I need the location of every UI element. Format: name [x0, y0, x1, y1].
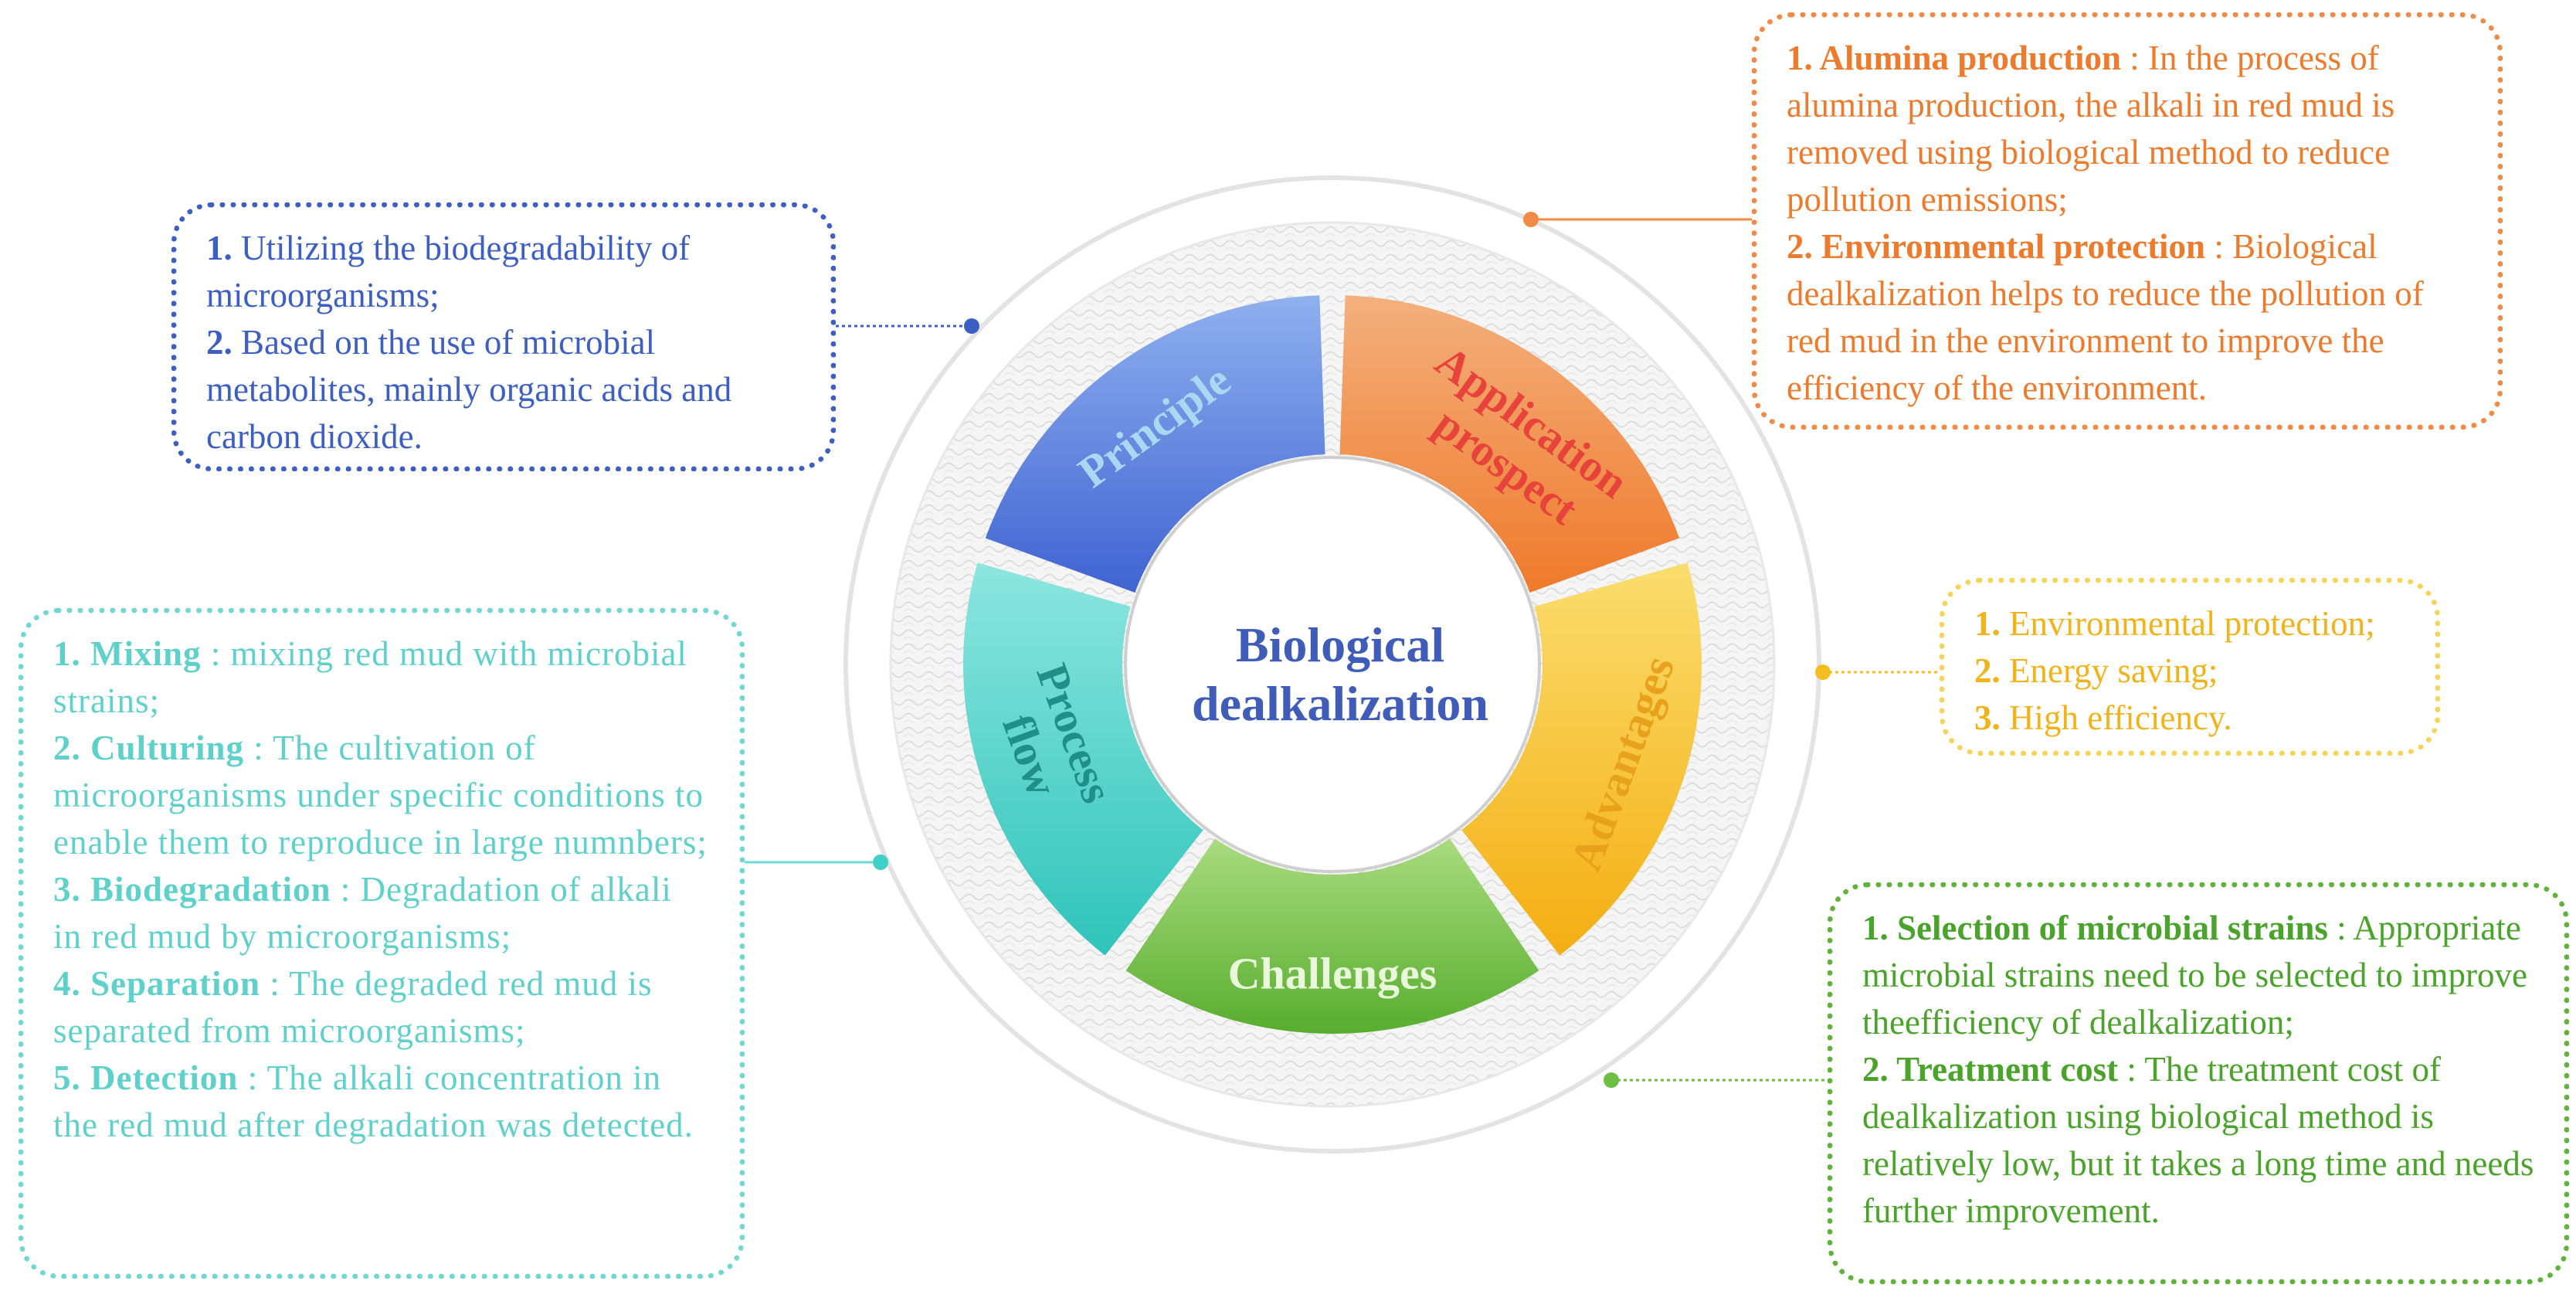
- process-item-1: 1. Mixing : mixing red mud with microbia…: [53, 634, 687, 720]
- principle-box: 1. Utilizing the biodegradability of mic…: [171, 202, 836, 471]
- process-item-2: 2. Culturing : The cultivation of microo…: [53, 729, 708, 861]
- segment-principle: [985, 295, 1325, 593]
- connector-dot-challenges: [1604, 1072, 1619, 1088]
- outer-ring: [843, 175, 1821, 1154]
- process-item-3: 3. Biodegradation : Degradation of alkal…: [53, 870, 672, 956]
- challenges-item-2: 2. Treatment cost : The treatment cost o…: [1862, 1050, 2534, 1230]
- application-box: 1. Alumina production : In the process o…: [1752, 12, 2503, 430]
- principle-item-1: 1. Utilizing the biodegradability of mic…: [206, 229, 691, 314]
- segment-advantages: [1461, 562, 1702, 956]
- application-item-1-num: 1. Alumina production: [1787, 39, 2122, 77]
- process-item-1-num: 1. Mixing: [53, 634, 202, 673]
- process-box: 1. Mixing : mixing red mud with microbia…: [19, 608, 745, 1279]
- process-item-2-num: 2. Culturing: [53, 729, 245, 767]
- process-item-4-num: 4. Separation: [53, 964, 261, 1003]
- advantages-item-1: 1. Environmental protection;: [1974, 604, 2375, 643]
- challenges-item-2-num: 2. Treatment cost: [1862, 1050, 2119, 1089]
- application-item-1: 1. Alumina production : In the process o…: [1787, 39, 2395, 219]
- challenges-item-1: 1. Selection of microbial strains : Appr…: [1862, 909, 2527, 1041]
- center-circle: [1124, 456, 1541, 873]
- principle-item-1-num: 1.: [206, 229, 232, 267]
- advantages-item-3: 3. High efficiency.: [1974, 698, 2232, 737]
- application-item-2: 2. Environmental protection : Biological…: [1787, 227, 2424, 407]
- challenges-item-1-num: 1. Selection of microbial strains: [1862, 909, 2328, 947]
- connector-dot-application: [1523, 212, 1539, 227]
- advantages-box: 1. Environmental protection; 2. Energy s…: [1940, 578, 2440, 756]
- connector-dot-advantages: [1815, 664, 1831, 680]
- center-title-line1: Biological: [1236, 617, 1444, 672]
- segment-application: [1339, 295, 1680, 593]
- principle-item-2-num: 2.: [206, 323, 232, 362]
- advantages-item-3-num: 3.: [1974, 698, 2001, 737]
- advantages-item-2: 2. Energy saving;: [1974, 651, 2218, 690]
- process-item-4: 4. Separation : The degraded red mud is …: [53, 964, 653, 1050]
- principle-item-2: 2. Based on the use of microbial metabol…: [206, 323, 732, 456]
- advantages-item-2-num: 2.: [1974, 651, 2001, 690]
- application-item-2-num: 2. Environmental protection: [1787, 227, 2206, 266]
- segment-process: [963, 562, 1203, 956]
- center-title-line2: dealkalization: [1192, 676, 1488, 731]
- connector-dot-process: [873, 855, 888, 870]
- process-item-5-num: 5. Detection: [53, 1058, 239, 1097]
- challenges-label: Challenges: [1228, 948, 1437, 998]
- challenges-box: 1. Selection of microbial strains : Appr…: [1828, 882, 2569, 1284]
- process-item-5: 5. Detection : The alkali concentration …: [53, 1058, 694, 1144]
- segment-challenges: [1125, 838, 1539, 1034]
- process-item-3-num: 3. Biodegradation: [53, 870, 331, 909]
- connector-dot-principle: [964, 318, 979, 334]
- advantages-item-1-num: 1.: [1974, 604, 2001, 643]
